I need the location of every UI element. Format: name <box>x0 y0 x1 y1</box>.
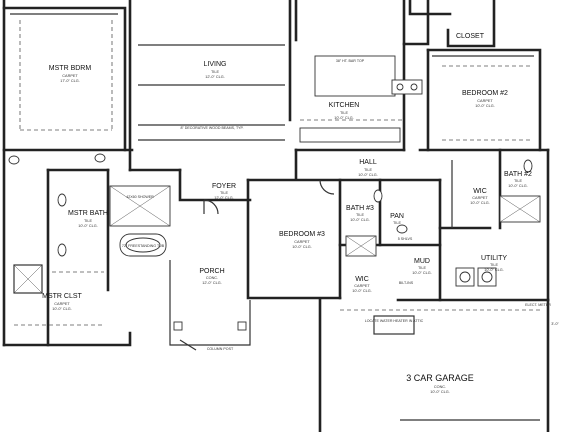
garage-label: 3 CAR GARAGE <box>406 373 474 383</box>
mstr-bdrm-label: MSTR BDRM <box>49 65 92 72</box>
wic2-label: WIC <box>473 188 487 195</box>
wic1-size: 10'-0" CLG. <box>352 289 372 293</box>
bedroom2-size: 10'-0" CLG. <box>475 104 495 108</box>
utility-size: 10'-0" CLG. <box>484 268 504 272</box>
hall-size: 10'-0" CLG. <box>358 173 378 177</box>
garage-size: 10'-0" CLG. <box>430 390 450 394</box>
hall-label: HALL <box>359 159 377 166</box>
mstr-bdrm-material: CARPET <box>62 74 78 78</box>
garage-material: CONC. <box>434 385 446 389</box>
wic1-material: CARPET <box>354 284 370 288</box>
kitchen-label: KITCHEN <box>329 102 360 109</box>
closet-label: CLOSET <box>456 33 485 40</box>
beam-lines <box>19 20 540 311</box>
foyer-material: TILE <box>220 191 228 195</box>
wic2-size: 10'-0" CLG. <box>470 201 490 205</box>
tub-note: 72" FREESTANDING TUB <box>122 244 165 248</box>
kitchen-size: 10'-0" CLG. <box>334 116 354 120</box>
bilt-ins-note: BILT-INS <box>399 281 414 285</box>
pan-label: PAN <box>390 213 404 220</box>
bath2-material: TILE <box>514 179 522 183</box>
kitchen-material: TILE <box>340 111 348 115</box>
porch-size: 12'-0" CLG. <box>202 281 222 285</box>
water-heater-note: LOCATE WATER HEATER IN ATTIC <box>365 319 424 323</box>
utility-label: UTILITY <box>481 255 507 262</box>
wic2-material: CARPET <box>472 196 488 200</box>
hall-material: TILE <box>364 168 372 172</box>
fixtures <box>8 55 541 421</box>
bar-top-note: 38" HT. BAR TOP <box>336 59 365 63</box>
mstr-bath-size: 10'-0" CLG. <box>78 224 98 228</box>
bath2-label: BATH #2 <box>504 171 532 178</box>
bedroom2-label: BEDROOM #2 <box>462 90 508 97</box>
mstr-clst-material: CARPET <box>54 302 70 306</box>
bedroom3-material: CARPET <box>294 240 310 244</box>
walls <box>2 0 550 432</box>
mud-material: TILE <box>418 266 426 270</box>
shelves-note: 5 SHLVS <box>398 237 413 241</box>
living-material: TILE <box>211 70 219 74</box>
bath3-material: TILE <box>356 213 364 217</box>
mud-label: MUD <box>414 258 430 265</box>
porch-material: CONC. <box>206 276 218 280</box>
room-labels: MSTR BDRM CARPET 17'-0" CLG. LIVING TILE… <box>42 33 559 394</box>
beam-note: 8" DECORATIVE WOOD BEAMS, TYP. <box>181 126 244 130</box>
bedroom2-material: CARPET <box>477 99 493 103</box>
foyer-label: FOYER <box>212 183 236 190</box>
utility-material: TILE <box>490 263 498 267</box>
pan-material: TILE <box>393 221 401 225</box>
mstr-clst-label: MSTR CLST <box>42 293 82 300</box>
bath3-label: BATH #3 <box>346 205 374 212</box>
mstr-bdrm-size: 17'-0" CLG. <box>60 79 80 83</box>
dimension-3ft: 3'-0" <box>551 322 559 326</box>
bath3-size: 10'-0" CLG. <box>350 218 370 222</box>
wic1-label: WIC <box>355 276 369 283</box>
bedroom3-label: BEDROOM #3 <box>279 231 325 238</box>
bedroom3-size: 10'-0" CLG. <box>292 245 312 249</box>
bath2-size: 10'-0" CLG. <box>508 184 528 188</box>
mstr-bath-material: TILE <box>84 219 92 223</box>
elec-meter-note: ELECT. METER <box>525 303 551 307</box>
living-size: 12'-0" CLG. <box>205 75 225 79</box>
porch-label: PORCH <box>199 268 224 275</box>
shower-note: 42X60 SHOWER <box>126 195 154 199</box>
mstr-bath-label: MSTR BATH <box>68 210 108 217</box>
mud-size: 10'-0" CLG. <box>412 271 432 275</box>
column-post-label: COLUMN POST <box>207 347 234 351</box>
living-label: LIVING <box>204 61 227 68</box>
mstr-clst-size: 10'-0" CLG. <box>52 307 72 311</box>
foyer-size: 12'-0" CLG. <box>214 196 234 200</box>
